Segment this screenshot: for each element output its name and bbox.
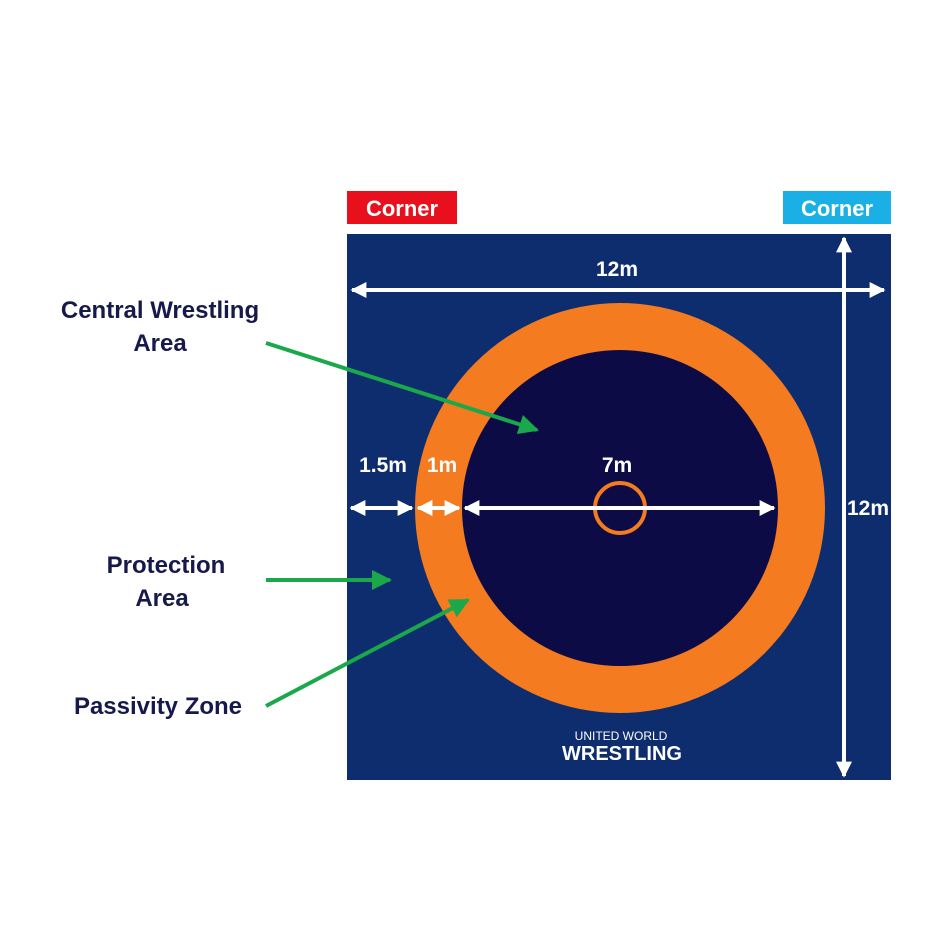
protection-area-label-line2: Area [135,585,189,612]
blue-corner-badge [783,191,891,224]
logo-line2: WRESTLING [562,743,682,765]
passivity-zone-pointer [265,598,470,708]
central-area-pointer [265,341,539,435]
protection-area-label-line1: Protection [107,552,226,579]
width-label: 12m [596,258,638,281]
red-corner-badge [347,191,457,224]
passivity-zone-label: Passivity Zone [74,693,242,720]
protection-width-label: 1.5m [359,454,407,477]
height-label: 12m [847,497,889,520]
passivity-width-label: 1m [427,454,457,477]
red-corner-label: Corner [366,196,439,221]
central-diameter-label: 7m [602,454,632,477]
central-area-label-line2: Area [133,330,187,357]
blue-corner-label: Corner [801,196,874,221]
central-area-label-line1: Central Wrestling [61,297,259,324]
logo-line1: UNITED WORLD [575,729,668,743]
